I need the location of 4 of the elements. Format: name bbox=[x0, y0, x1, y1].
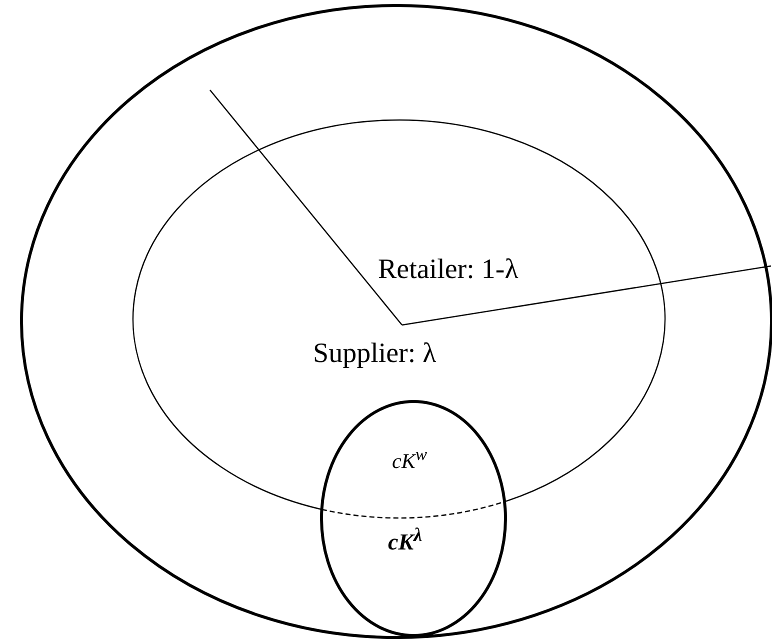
supplier-share-label: Supplier: λ bbox=[313, 340, 436, 368]
retailer-share-label: Retailer: 1-λ bbox=[378, 256, 518, 284]
math-label: cK$^{w}$ bbox=[392, 446, 428, 472]
math-label: cK$^{λ}$ bbox=[388, 526, 422, 554]
